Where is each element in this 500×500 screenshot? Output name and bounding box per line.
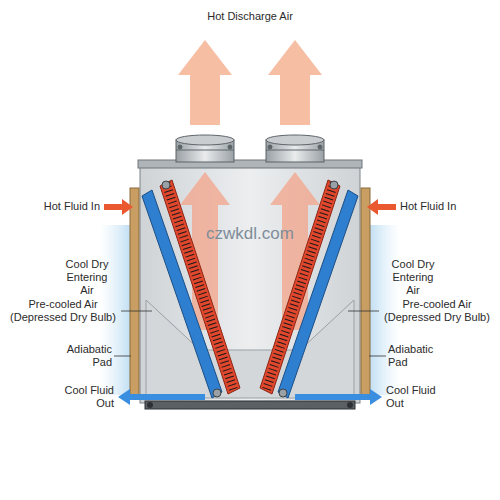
part-name: Adiabatic Pad <box>388 343 450 369</box>
air-label: Hot Discharge Air <box>180 10 320 23</box>
air-label: Cool Dry Entering Air <box>388 258 438 297</box>
part-name: Adiabatic Pad <box>50 343 112 369</box>
air-label: Pre-cooled Air (Depressed Dry Bulb) <box>6 298 120 324</box>
fluid-label: Cool Fluid Out <box>386 384 448 410</box>
air-label: Cool Dry Entering Air <box>62 258 112 297</box>
fluid-label: Hot Fluid In <box>400 200 460 213</box>
air-label: Pre-cooled Air (Depressed Dry Bulb) <box>380 298 494 324</box>
watermark: czwkdl.com <box>150 224 350 244</box>
fluid-label: Cool Fluid Out <box>52 384 114 410</box>
fluid-label: Hot Fluid In <box>40 200 100 213</box>
